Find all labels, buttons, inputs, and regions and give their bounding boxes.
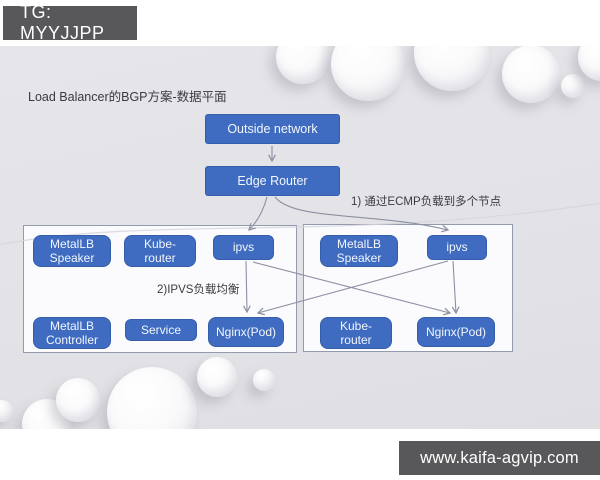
decor-circle: [578, 46, 600, 81]
annotation-ecmp: 1) 通过ECMP负载到多个节点: [351, 196, 502, 208]
decor-circle: [197, 357, 237, 397]
tg-badge: TG: MYYJJPP: [3, 2, 137, 43]
node-cluster1-metallb-speaker: MetalLB Speaker: [33, 235, 111, 267]
decor-circle: [502, 46, 560, 103]
node-cluster2-metallb-speaker: MetalLB Speaker: [320, 235, 398, 267]
diagram-title: Load Balancer的BGP方案-数据平面: [28, 90, 227, 104]
decor-circle: [0, 400, 13, 422]
decor-circle: [107, 367, 197, 429]
node-cluster2-nginx-pod: Nginx(Pod): [417, 317, 495, 347]
node-cluster1-ipvs: ipvs: [213, 235, 274, 260]
node-cluster1-kube-router: Kube- router: [124, 235, 196, 267]
node-cluster1-service: Service: [125, 319, 197, 341]
node-outside-network: Outside network: [205, 114, 340, 144]
decor-circle: [276, 46, 330, 84]
decor-circle: [331, 46, 405, 101]
watermark-bar: www.kaifa-agvip.com: [399, 441, 600, 475]
node-edge-router: Edge Router: [205, 166, 340, 196]
decor-circle: [414, 46, 490, 91]
node-cluster2-kube-router: Kube- router: [320, 317, 392, 349]
annotation-ipvs-lb: 2)IPVS负载均衡: [157, 284, 240, 296]
node-cluster1-nginx-pod: Nginx(Pod): [208, 317, 284, 347]
decor-circle: [561, 74, 585, 98]
decor-circle: [56, 378, 100, 422]
decor-circle: [253, 369, 275, 391]
node-cluster1-metallb-controller: MetalLB Controller: [33, 317, 111, 349]
node-cluster2-ipvs: ipvs: [427, 235, 487, 260]
